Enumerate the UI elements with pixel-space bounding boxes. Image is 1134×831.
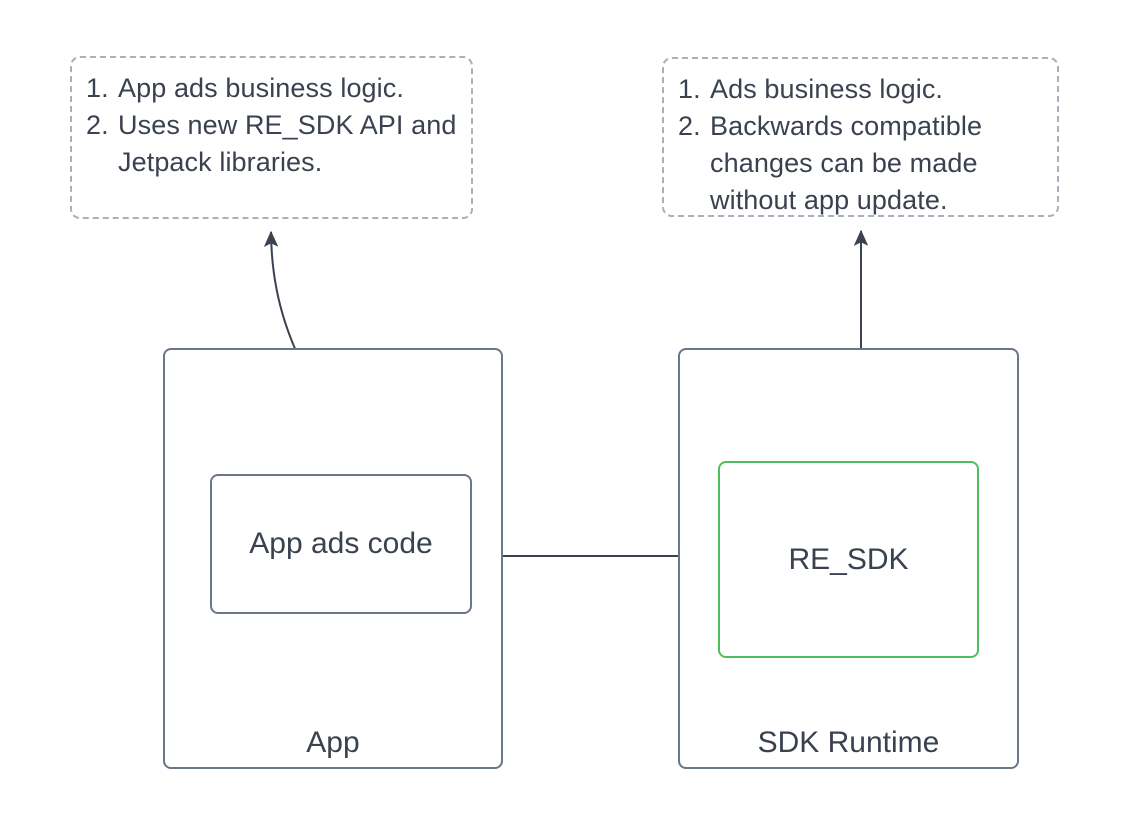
note-left: 1. App ads business logic. 2. Uses new R…: [70, 56, 473, 219]
note-right-item-1-text: Ads business logic.: [710, 74, 944, 104]
note-left-list: 1. App ads business logic. 2. Uses new R…: [86, 70, 457, 181]
note-right-item-2-text: Backwards compatible changes can be made…: [710, 111, 983, 215]
note-left-item-2-number: 2.: [86, 110, 109, 140]
note-right-list: 1. Ads business logic. 2. Backwards comp…: [678, 71, 1043, 219]
container-sdk-runtime-label: SDK Runtime: [757, 726, 940, 759]
note-right-item-2: 2. Backwards compatible changes can be m…: [678, 108, 1043, 219]
node-re-sdk-label: RE_SDK: [788, 542, 909, 576]
note-left-item-1-text: App ads business logic.: [118, 73, 404, 103]
note-right: 1. Ads business logic. 2. Backwards comp…: [662, 57, 1059, 217]
container-app-label: App: [306, 726, 360, 759]
note-left-item-2-text: Uses new RE_SDK API and Jetpack librarie…: [118, 110, 457, 177]
note-left-item-2: 2. Uses new RE_SDK API and Jetpack libra…: [86, 107, 457, 181]
note-right-item-2-number: 2.: [678, 111, 701, 141]
note-left-item-1-number: 1.: [86, 73, 109, 103]
node-re-sdk: RE_SDK: [718, 461, 979, 658]
node-app-ads-code-label: App ads code: [249, 527, 433, 560]
node-app-ads-code: App ads code: [210, 474, 472, 614]
note-right-item-1: 1. Ads business logic.: [678, 71, 1043, 108]
note-left-item-1: 1. App ads business logic.: [86, 70, 457, 107]
note-right-item-1-number: 1.: [678, 74, 701, 104]
